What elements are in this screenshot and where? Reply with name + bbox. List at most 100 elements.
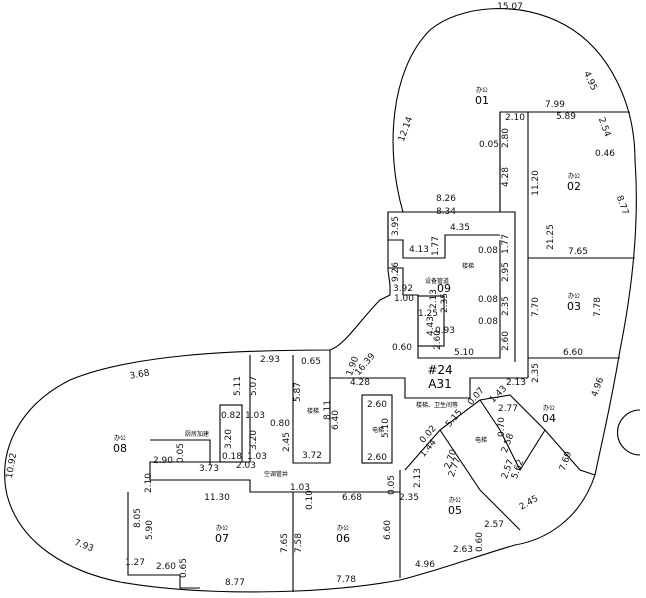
- svg-text:办公: 办公: [216, 524, 228, 532]
- equipment-label: 设备管道: [425, 277, 449, 285]
- dimension-label: 2.60: [501, 331, 511, 351]
- dimension-label: 2.57: [484, 520, 504, 530]
- dimension-label: 6.68: [342, 493, 362, 503]
- dimension-label: 0.82: [221, 411, 241, 421]
- svg-text:办公: 办公: [337, 524, 349, 532]
- dimension-label: 3.92: [393, 284, 413, 294]
- room-05: 办公 05: [448, 496, 462, 517]
- svg-text:办公: 办公: [449, 496, 461, 504]
- dimension-label: 8.11: [323, 400, 333, 420]
- dimension-label: 2.10: [144, 473, 154, 493]
- svg-text:办公: 办公: [476, 86, 488, 94]
- dimension-label: 1.27: [125, 558, 145, 568]
- dimension-label: 0.05: [176, 443, 186, 463]
- svg-text:05: 05: [448, 504, 462, 517]
- wall: [616, 409, 641, 456]
- building-sub-code: A31: [428, 377, 451, 391]
- room-01: 办公 01: [475, 86, 489, 107]
- dimension-label: 4.43: [426, 316, 436, 336]
- dimension-label: 1.03: [290, 483, 310, 493]
- dimension-label: 6.60: [383, 520, 393, 540]
- dimension-label: 11.20: [531, 170, 541, 196]
- dimension-label: 0.60: [392, 343, 412, 353]
- dimension-label: 2.35: [440, 293, 450, 313]
- dimension-label: 4.13: [409, 245, 429, 255]
- dimension-label: 2.90: [153, 456, 173, 466]
- dimension-label: 5.10: [454, 348, 474, 358]
- wall: [149, 355, 401, 578]
- dimension-label: 0.10: [305, 490, 315, 510]
- small-unit-09: 09: [437, 282, 451, 295]
- wall: [388, 240, 501, 359]
- dimension-label: 0.70: [497, 417, 507, 437]
- dimension-label: 7.99: [545, 100, 565, 110]
- dimension-label: 1.25: [418, 309, 438, 319]
- kitchen-label: 厨房加建: [185, 430, 209, 438]
- elevator-label-center: 电梯: [372, 426, 384, 434]
- dimension-label: 0.65: [301, 357, 321, 367]
- dimension-label: 15.07: [497, 2, 523, 12]
- svg-text:03: 03: [567, 300, 581, 313]
- svg-text:02: 02: [567, 180, 581, 193]
- dimension-label: 0.07: [466, 386, 487, 408]
- elevator-shaft: [361, 394, 393, 464]
- dimension-label: 0.08: [478, 317, 498, 327]
- dimension-label: 0.08: [478, 295, 498, 305]
- room-02: 办公 02: [567, 172, 581, 193]
- duct: [219, 404, 243, 463]
- dimension-label: 2.80: [501, 128, 511, 148]
- dimension-label: 1.77: [501, 234, 511, 254]
- dimension-label: 1.00: [394, 294, 414, 304]
- dimension-label: 0.05: [479, 140, 499, 150]
- dimension-label: 0.65: [179, 558, 189, 578]
- dimension-label: 2.60: [433, 330, 443, 350]
- dimension-label: 5.11: [233, 376, 243, 396]
- dimension-label: 3.20: [249, 430, 259, 450]
- svg-text:07: 07: [215, 532, 229, 545]
- dimension-label: 4.96: [415, 560, 435, 570]
- dimension-label: 10.92: [5, 452, 19, 479]
- dimension-label: 8.77: [225, 578, 245, 588]
- shaft-label: 空调管井: [264, 470, 288, 478]
- dimension-label: 0.18: [222, 452, 242, 462]
- dimension-label: 2.03: [236, 461, 256, 471]
- dimension-label: 7.93: [73, 538, 95, 554]
- wall: [499, 112, 516, 362]
- dimension-label: 5.07: [249, 376, 259, 396]
- dimension-label: 8.34: [436, 207, 456, 217]
- dimension-label: 2.35: [531, 363, 541, 383]
- wall: [292, 355, 331, 464]
- building-outline: [4, 8, 637, 593]
- dimension-label: 4.28: [350, 378, 370, 388]
- dimension-label: 2.54: [596, 116, 612, 139]
- stair-label-left: 楼梯: [307, 407, 319, 415]
- dimension-label: 2.45: [282, 432, 292, 452]
- dimension-label: 2.35: [399, 493, 419, 503]
- lobby-label: 楼梯、卫生间等: [416, 401, 458, 409]
- dimension-label: 8.77: [614, 194, 630, 216]
- dimension-label: 8.05: [133, 508, 143, 528]
- dimension-label: 4.35: [450, 223, 470, 233]
- dimension-label: 3.72: [302, 451, 322, 461]
- wall: [417, 295, 445, 347]
- dimension-label: 4.96: [590, 376, 606, 399]
- dimension-label: 3.68: [129, 368, 151, 381]
- dimension-label: 6.40: [331, 410, 341, 430]
- dimension-label: 2.93: [260, 355, 280, 365]
- room-04: 办公 04: [542, 404, 556, 425]
- dimension-label: 1.77: [431, 236, 441, 256]
- svg-text:01: 01: [475, 94, 489, 107]
- dimension-label: 21.25: [546, 224, 556, 250]
- dimension-label: 9.26: [391, 262, 401, 282]
- dimension-label: 7.65: [568, 247, 588, 257]
- dimension-label: 0.60: [475, 532, 485, 552]
- svg-text:办公: 办公: [568, 292, 580, 300]
- wall: [127, 492, 200, 589]
- dimension-label: 11.30: [204, 493, 230, 503]
- dimension-label: 5.87: [293, 382, 303, 402]
- dimension-label: 3.95: [391, 216, 401, 236]
- wall: [387, 212, 500, 259]
- dimension-label: 7.65: [280, 533, 290, 553]
